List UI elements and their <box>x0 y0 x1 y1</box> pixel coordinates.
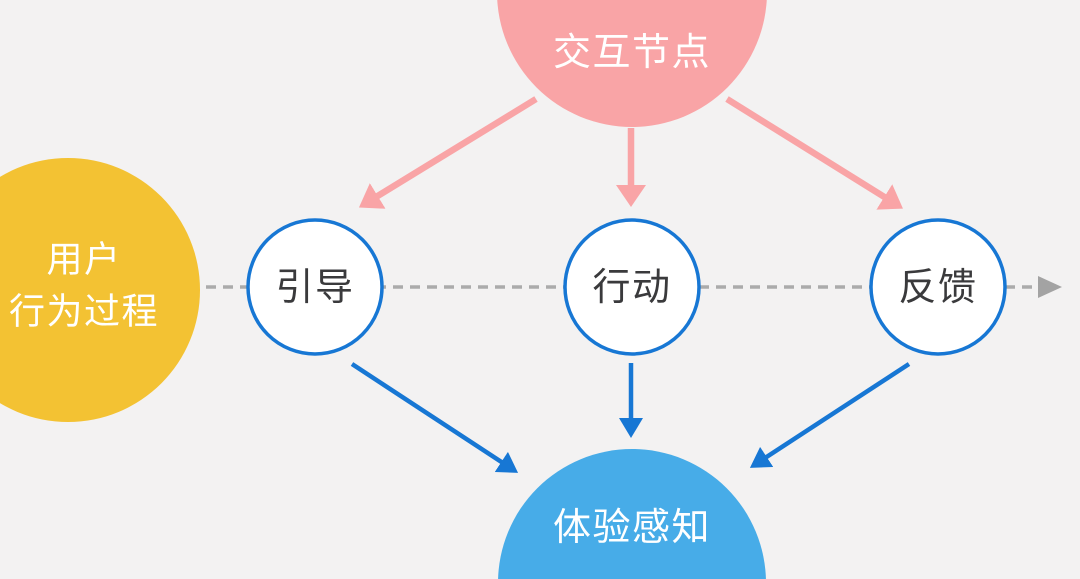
node-interaction-touchpoint <box>497 0 767 127</box>
node-action <box>563 218 701 356</box>
feedback-node-label: 反馈 <box>898 267 977 309</box>
arrow-feedback-to-experience <box>749 362 911 468</box>
arrow-guide-to-experience <box>350 362 519 473</box>
bottom-node-label: 体验感知 <box>553 507 711 549</box>
guide-node-label: 引导 <box>275 267 354 309</box>
node-user-behavior-process <box>0 158 200 422</box>
node-experience-perception <box>498 449 766 579</box>
node-guide <box>246 218 384 356</box>
arrow-touchpoint-to-guide <box>358 96 538 209</box>
top-node-label: 交互节点 <box>553 32 711 74</box>
action-node-label: 行动 <box>592 267 671 309</box>
left-node-label-line2: 行为过程 <box>9 291 159 332</box>
node-feedback <box>869 218 1007 356</box>
left-node-label-line1: 用户 <box>46 239 121 280</box>
arrow-touchpoint-to-feedback <box>725 96 903 210</box>
